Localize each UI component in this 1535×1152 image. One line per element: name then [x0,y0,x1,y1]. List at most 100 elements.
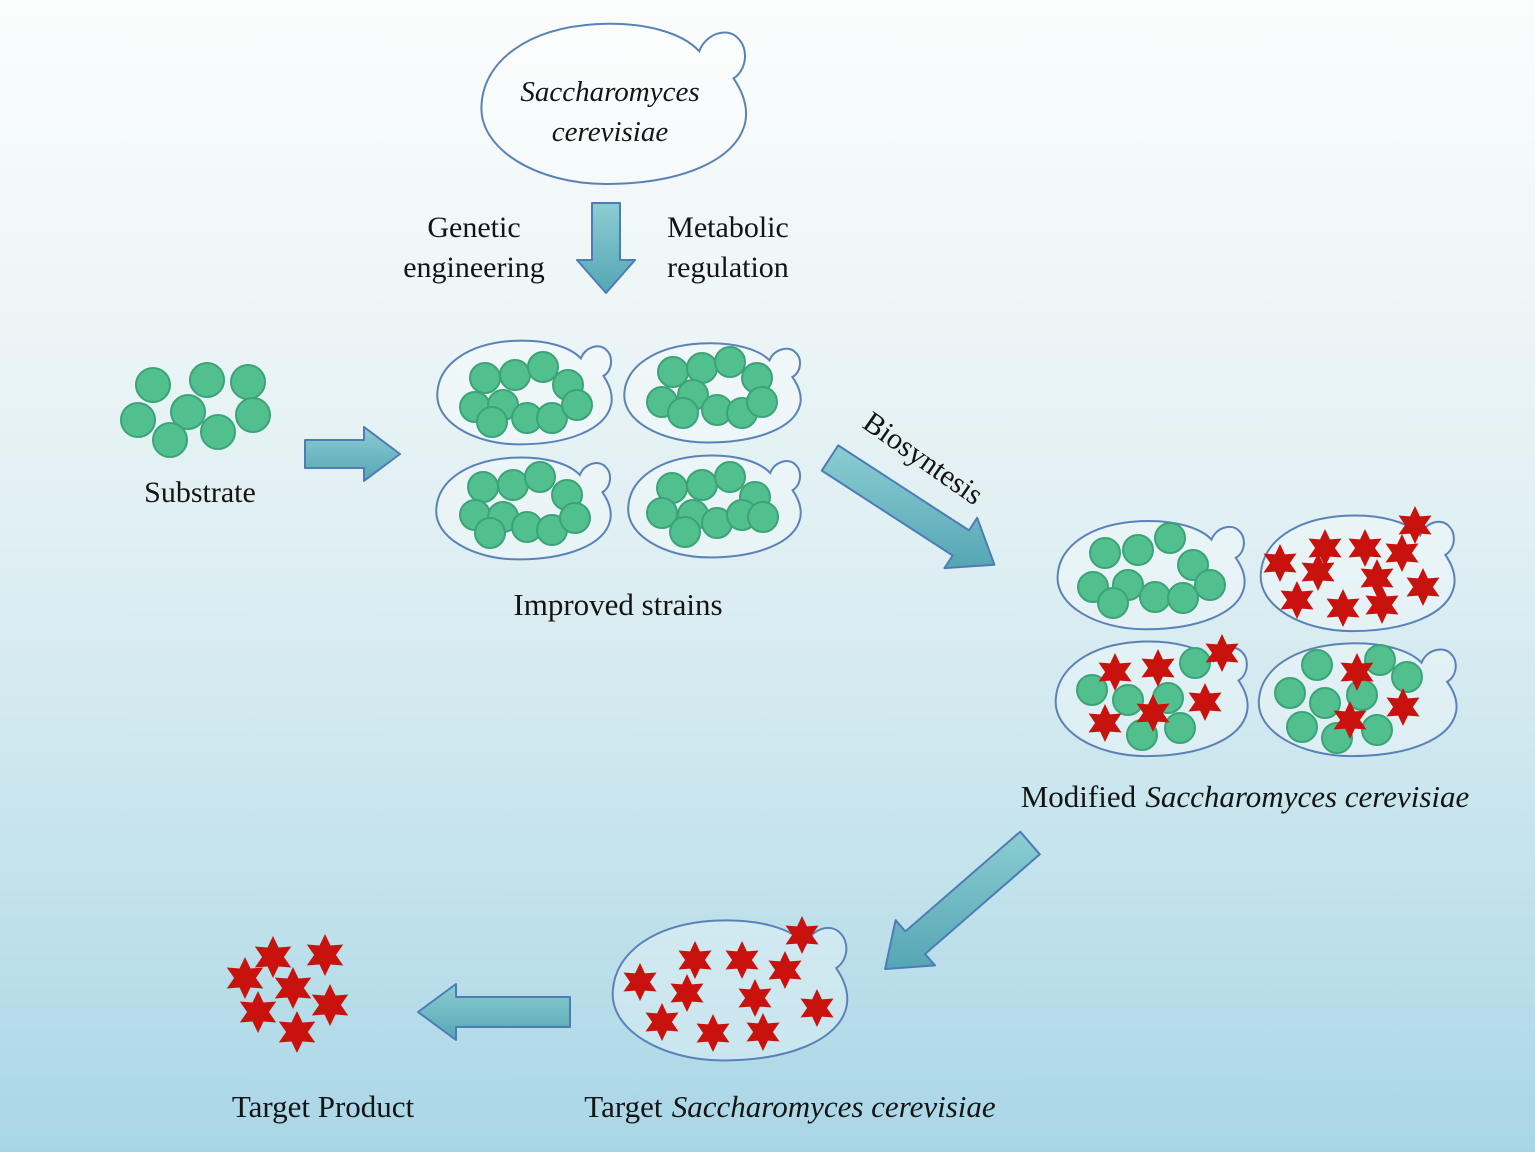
substrate-molecule [686,352,718,384]
product-molecule [239,991,277,1033]
substrate-molecule [1122,534,1154,566]
product-molecule [1188,683,1222,721]
substrate-molecule [1364,644,1396,676]
substrate-molecule [200,414,236,450]
substrate-molecule [686,469,718,501]
substrate-molecule [1179,647,1211,679]
modified-species: Saccharomyces cerevisiae [1145,779,1470,814]
product-molecule [746,1013,780,1051]
product-molecule [1398,506,1432,544]
substrate-molecule [1139,581,1171,613]
product-molecule [278,1011,316,1053]
substrate-molecule [1089,537,1121,569]
substrate-molecule [152,422,188,458]
product-molecule [645,1003,679,1041]
product-molecule [1308,529,1342,567]
substrate-molecule [1097,587,1129,619]
organism-cell-outline [481,24,746,184]
product-molecule [254,936,292,978]
product-molecule [725,941,759,979]
modified-prefix: Modified [1020,779,1137,814]
substrate-molecule [1164,712,1196,744]
product-molecule [696,1014,730,1052]
product-molecule [1333,701,1367,739]
substrate-molecule [170,394,206,430]
substrate-molecule [1167,582,1199,614]
product-molecule [1385,534,1419,572]
target-prefix: Target [584,1089,663,1124]
substrate-molecule [669,516,701,548]
substrate-molecule [1274,677,1306,709]
substrate-molecule [714,346,746,378]
substrate-molecule [524,461,556,493]
target-product-label: Target Product [231,1089,415,1124]
arrow-substrate-right [304,426,401,482]
product-molecule [1340,653,1374,691]
product-molecule [623,963,657,1001]
product-molecule [274,967,312,1009]
substrate-molecule [1194,569,1226,601]
product-molecule [311,984,349,1026]
substrate-molecule [499,359,531,391]
substrate-molecule [714,461,746,493]
product-molecule [1280,581,1314,619]
product-molecule [738,979,772,1017]
substrate-molecule [1309,687,1341,719]
substrate-molecule [646,497,678,529]
substrate-molecule [559,502,591,534]
substrate-molecule [474,517,506,549]
substrate-molecule [467,471,499,503]
product-molecule [785,916,819,954]
product-molecule [1365,586,1399,624]
substrate-molecule [235,397,271,433]
product-molecule [1088,704,1122,742]
substrate-molecule [1321,722,1353,754]
substrate-molecule [1286,711,1318,743]
genetic-engineering-label: Genetic engineering [403,211,545,284]
substrate-molecule [1076,674,1108,706]
substrate-molecule [536,402,568,434]
product-molecule [678,941,712,979]
arrow-engineering-down [576,202,636,294]
product-molecule [1360,559,1394,597]
product-molecule [1263,544,1297,582]
product-molecule [1348,529,1382,567]
product-molecule [670,974,704,1012]
substrate-molecule [1112,684,1144,716]
substrate-molecule [747,501,779,533]
substrate-molecule [746,386,778,418]
product-molecule [1406,568,1440,606]
substrate-molecule [527,351,559,383]
arrow-selection-downleft [884,830,1041,970]
organism-name-line1: Saccharomyces [520,76,700,108]
substrate-molecule [1361,714,1393,746]
product-molecule [1301,553,1335,591]
product-molecule [1098,653,1132,691]
substrate-molecule [561,389,593,421]
product-molecule [800,989,834,1027]
flow-arrows-group [304,202,1041,1041]
substrate-molecule [230,364,266,400]
substrate-molecule [135,367,171,403]
substrate-molecule [667,397,699,429]
product-molecule [768,951,802,989]
substrate-molecule [1154,522,1186,554]
substrate-molecule [120,402,156,438]
substrate-molecule [497,469,529,501]
molecules-group [120,346,1440,1053]
product-molecule [1136,694,1170,732]
metabolic-regulation-label: Metabolic regulation [667,211,789,284]
product-molecule [226,957,264,999]
organism-name-line2: cerevisiae [551,116,669,148]
product-molecule [1326,589,1360,627]
substrate-molecule [476,406,508,438]
improved-strains-label: Improved strains [513,587,723,622]
product-molecule [1386,688,1420,726]
substrate-molecule [189,362,225,398]
product-molecule [306,934,344,976]
arrow-biosynthesis-diag [820,444,996,570]
